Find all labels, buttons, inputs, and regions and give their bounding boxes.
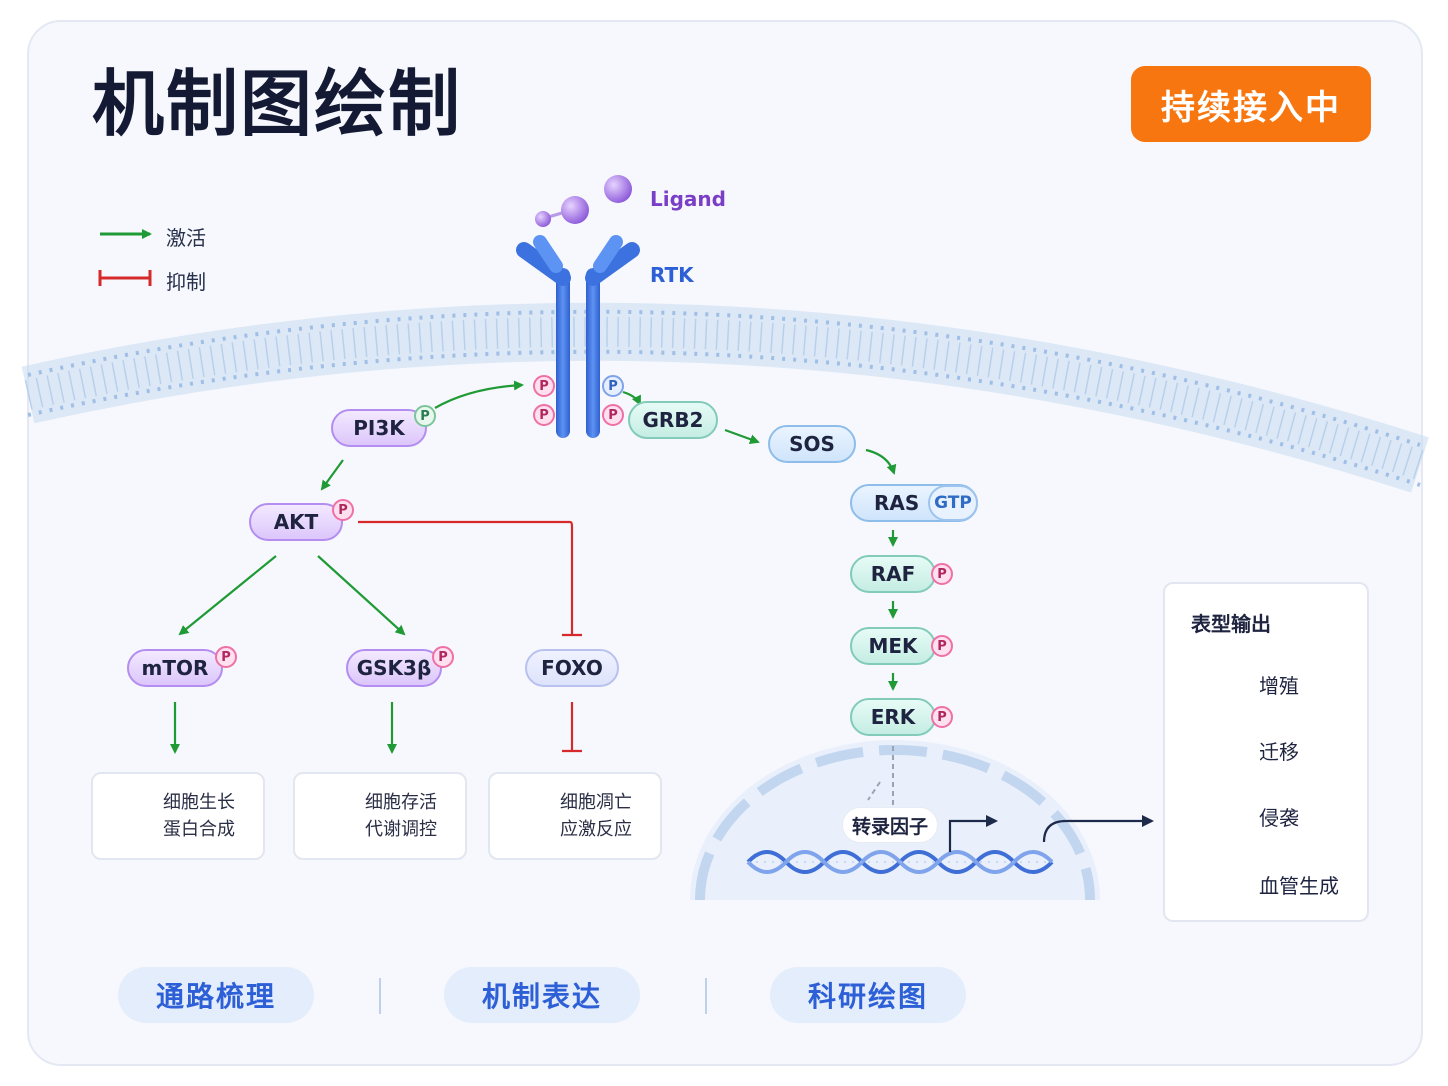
node-grb2[interactable]: GRB2 (628, 401, 718, 439)
node-raf[interactable]: RAF (850, 555, 936, 593)
rtk-receptor (516, 235, 640, 438)
outcome-box-survival: 细胞存活代谢调控 (293, 772, 467, 860)
outcome-line: 蛋白合成 (163, 819, 235, 840)
legend-activate-label: 激活 (166, 226, 206, 250)
mek-phospho: P (931, 635, 953, 657)
rtk-phospho-site: P (602, 375, 624, 397)
tag-drawing[interactable]: 科研绘图 (770, 967, 966, 1023)
page-title: 机制图绘制 (92, 62, 463, 146)
rtk-phospho-site: P (533, 375, 555, 397)
akt-phospho: P (332, 499, 354, 521)
erk-translocation (867, 746, 894, 805)
phenotype-panel: 表型输出 增殖 迁移 侵袭 血管生成 (1163, 582, 1369, 922)
activation-arrows (170, 380, 898, 754)
inhibition-lines (358, 520, 582, 753)
node-foxo[interactable]: FOXO (525, 649, 619, 687)
node-gsk3b[interactable]: GSK3β (346, 649, 442, 687)
phenotype-title: 表型输出 (1191, 612, 1271, 636)
outcome-box-growth: 细胞生长蛋白合成 (91, 772, 265, 860)
ras-label: RAS (874, 491, 920, 515)
mtor-phospho: P (215, 646, 237, 668)
outcome-line: 代谢调控 (365, 819, 437, 840)
rtk-phospho-site: P (533, 404, 555, 426)
node-sos[interactable]: SOS (768, 425, 856, 463)
divider (379, 978, 381, 1014)
outcome-line: 细胞凋亡 (560, 792, 632, 813)
outcome-box-apoptosis: 细胞凋亡应激反应 (488, 772, 662, 860)
pi3k-phospho: P (414, 405, 436, 427)
ligand-label: Ligand (650, 187, 726, 211)
phenotype-item: 迁移 (1259, 740, 1299, 764)
phenotype-item: 增殖 (1259, 674, 1299, 698)
outcome-line: 应激反应 (560, 819, 632, 840)
gtp-tag: GTP (928, 485, 978, 521)
cell-membrane (21, 302, 1429, 493)
transcription-arrows (948, 815, 1154, 852)
phenotype-item: 侵袭 (1259, 806, 1299, 830)
rtk-label: RTK (650, 263, 694, 287)
status-badge[interactable]: 持续接入中 (1131, 66, 1371, 142)
ligand-molecules (535, 175, 632, 227)
gsk3b-phospho: P (432, 646, 454, 668)
tag-mechanism[interactable]: 机制表达 (444, 967, 640, 1023)
phenotype-item: 血管生成 (1259, 874, 1339, 898)
node-akt[interactable]: AKT (249, 503, 343, 541)
outcome-line: 细胞生长 (163, 792, 235, 813)
rtk-phospho-site: P (602, 404, 624, 426)
transcription-factor[interactable]: 转录因子 (842, 807, 938, 843)
node-mtor[interactable]: mTOR (127, 649, 223, 687)
divider (705, 978, 707, 1014)
legend-inhibit-arrow (98, 270, 152, 286)
erk-phospho: P (931, 706, 953, 728)
node-pi3k[interactable]: PI3K (331, 409, 427, 447)
tag-pathway[interactable]: 通路梳理 (118, 967, 314, 1023)
outcome-line: 细胞存活 (365, 792, 437, 813)
node-mek[interactable]: MEK (850, 627, 936, 665)
dna-helix (746, 850, 1054, 874)
legend-inhibit-label: 抑制 (166, 270, 206, 294)
node-erk[interactable]: ERK (850, 698, 936, 736)
raf-phospho: P (931, 563, 953, 585)
